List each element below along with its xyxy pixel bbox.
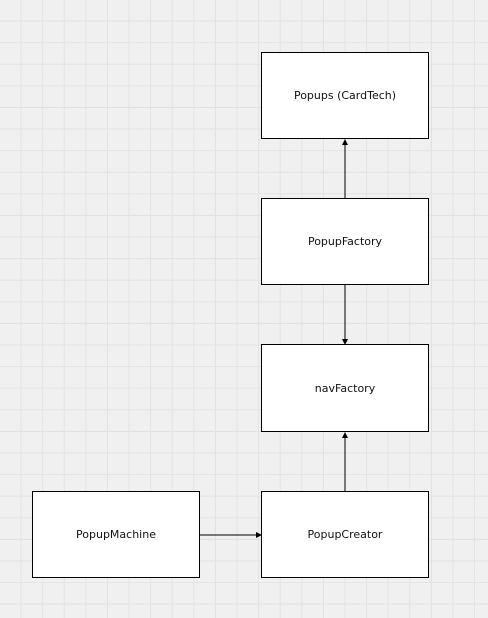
node-label: PopupCreator [307, 528, 383, 541]
node-popups-cardtech[interactable]: Popups (CardTech) [261, 52, 429, 139]
node-popup-creator[interactable]: PopupCreator [261, 491, 429, 578]
node-popup-factory[interactable]: PopupFactory [261, 198, 429, 285]
node-label: navFactory [314, 381, 376, 395]
node-nav-factory[interactable]: navFactory [261, 344, 429, 432]
node-label: PopupFactory [307, 235, 383, 248]
node-label: PopupMachine [76, 528, 156, 541]
node-popup-machine[interactable]: PopupMachine [32, 491, 200, 578]
node-label: Popups (CardTech) [293, 89, 397, 102]
